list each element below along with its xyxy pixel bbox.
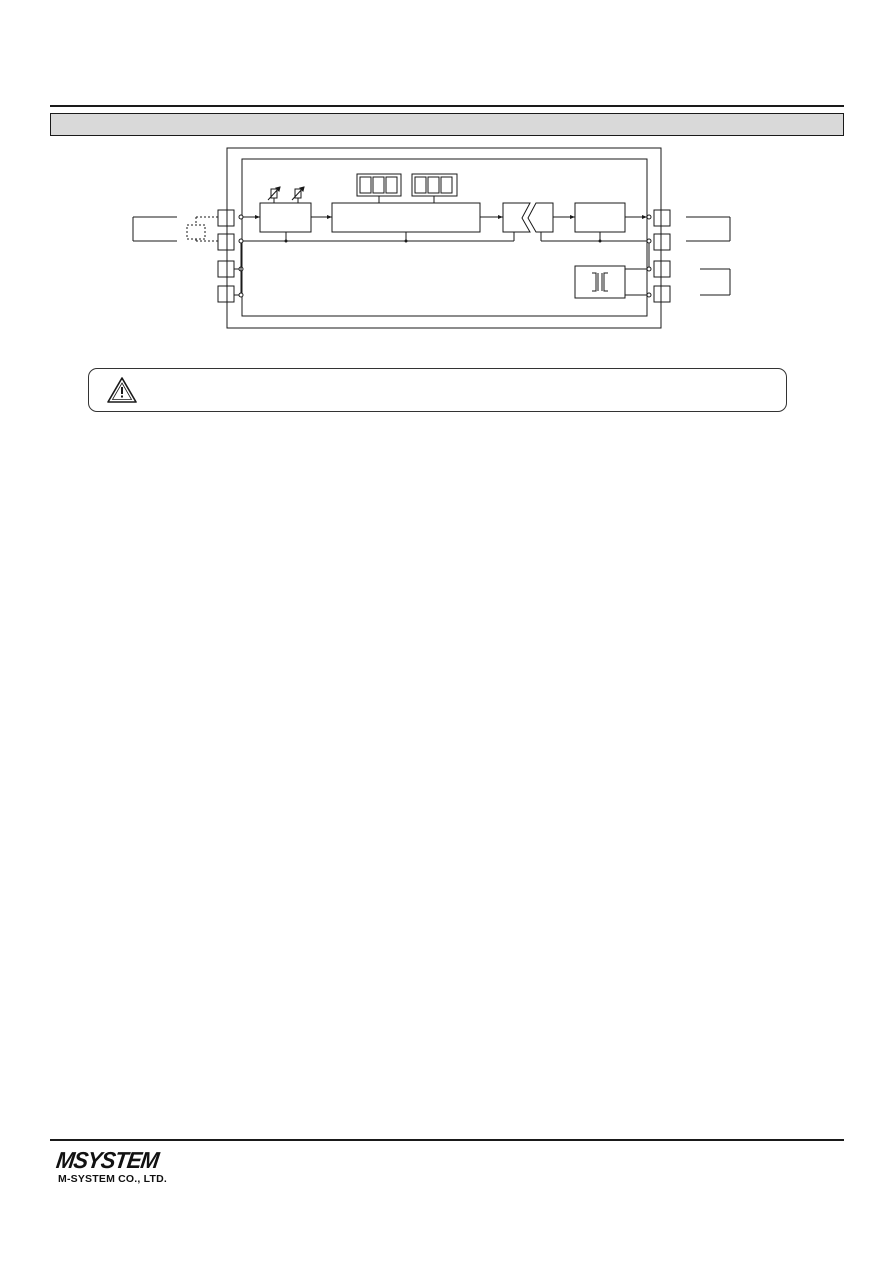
section-header-bar [50,113,844,136]
processing-block [331,202,481,233]
signal-arrowheads [255,215,647,219]
dip-switch-2 [411,173,458,203]
terminal-left-3 [217,260,235,278]
isolation-barrier [502,202,554,233]
terminal-right-3 [653,260,671,278]
power-bus-left [234,243,242,296]
span-adjust-trimmer-icon [291,186,305,203]
input-signal-lines [132,216,177,242]
company-name: M-SYSTEM CO., LTD. [58,1173,167,1185]
terminal-right-1 [653,209,671,227]
logo-mark: MSYSTEM [54,1146,161,1174]
input-amplifier-block [259,202,312,233]
warning-triangle-icon [107,377,137,403]
housing-inner [241,158,648,317]
terminal-right-2 [653,233,671,251]
transformer-icon [592,272,608,292]
output-driver-block [574,202,626,233]
left-terminals [217,209,235,303]
terminal-left-2 [217,233,235,251]
housing-outer [226,147,662,329]
company-logo: MSYSTEM M-SYSTEM CO., LTD. [54,1146,167,1185]
bottom-rule [50,1139,844,1141]
dashed-connectors [195,216,218,242]
top-rule [50,105,844,107]
optional-resistor-dashed [186,224,206,240]
junction-dots [284,239,602,243]
power-supply-block [574,265,626,299]
caution-box [88,368,787,412]
dip-switch-1 [356,173,402,203]
terminal-left-1 [217,209,235,227]
power-input-lines [700,268,731,296]
power-lines-right [625,243,650,296]
terminal-left-4 [217,285,235,303]
common-lines [243,232,647,242]
right-terminals [653,209,671,303]
terminal-right-4 [653,285,671,303]
terminal-nodes [238,214,652,298]
zero-adjust-trimmer-icon [267,186,281,203]
output-signal-lines [686,216,731,242]
